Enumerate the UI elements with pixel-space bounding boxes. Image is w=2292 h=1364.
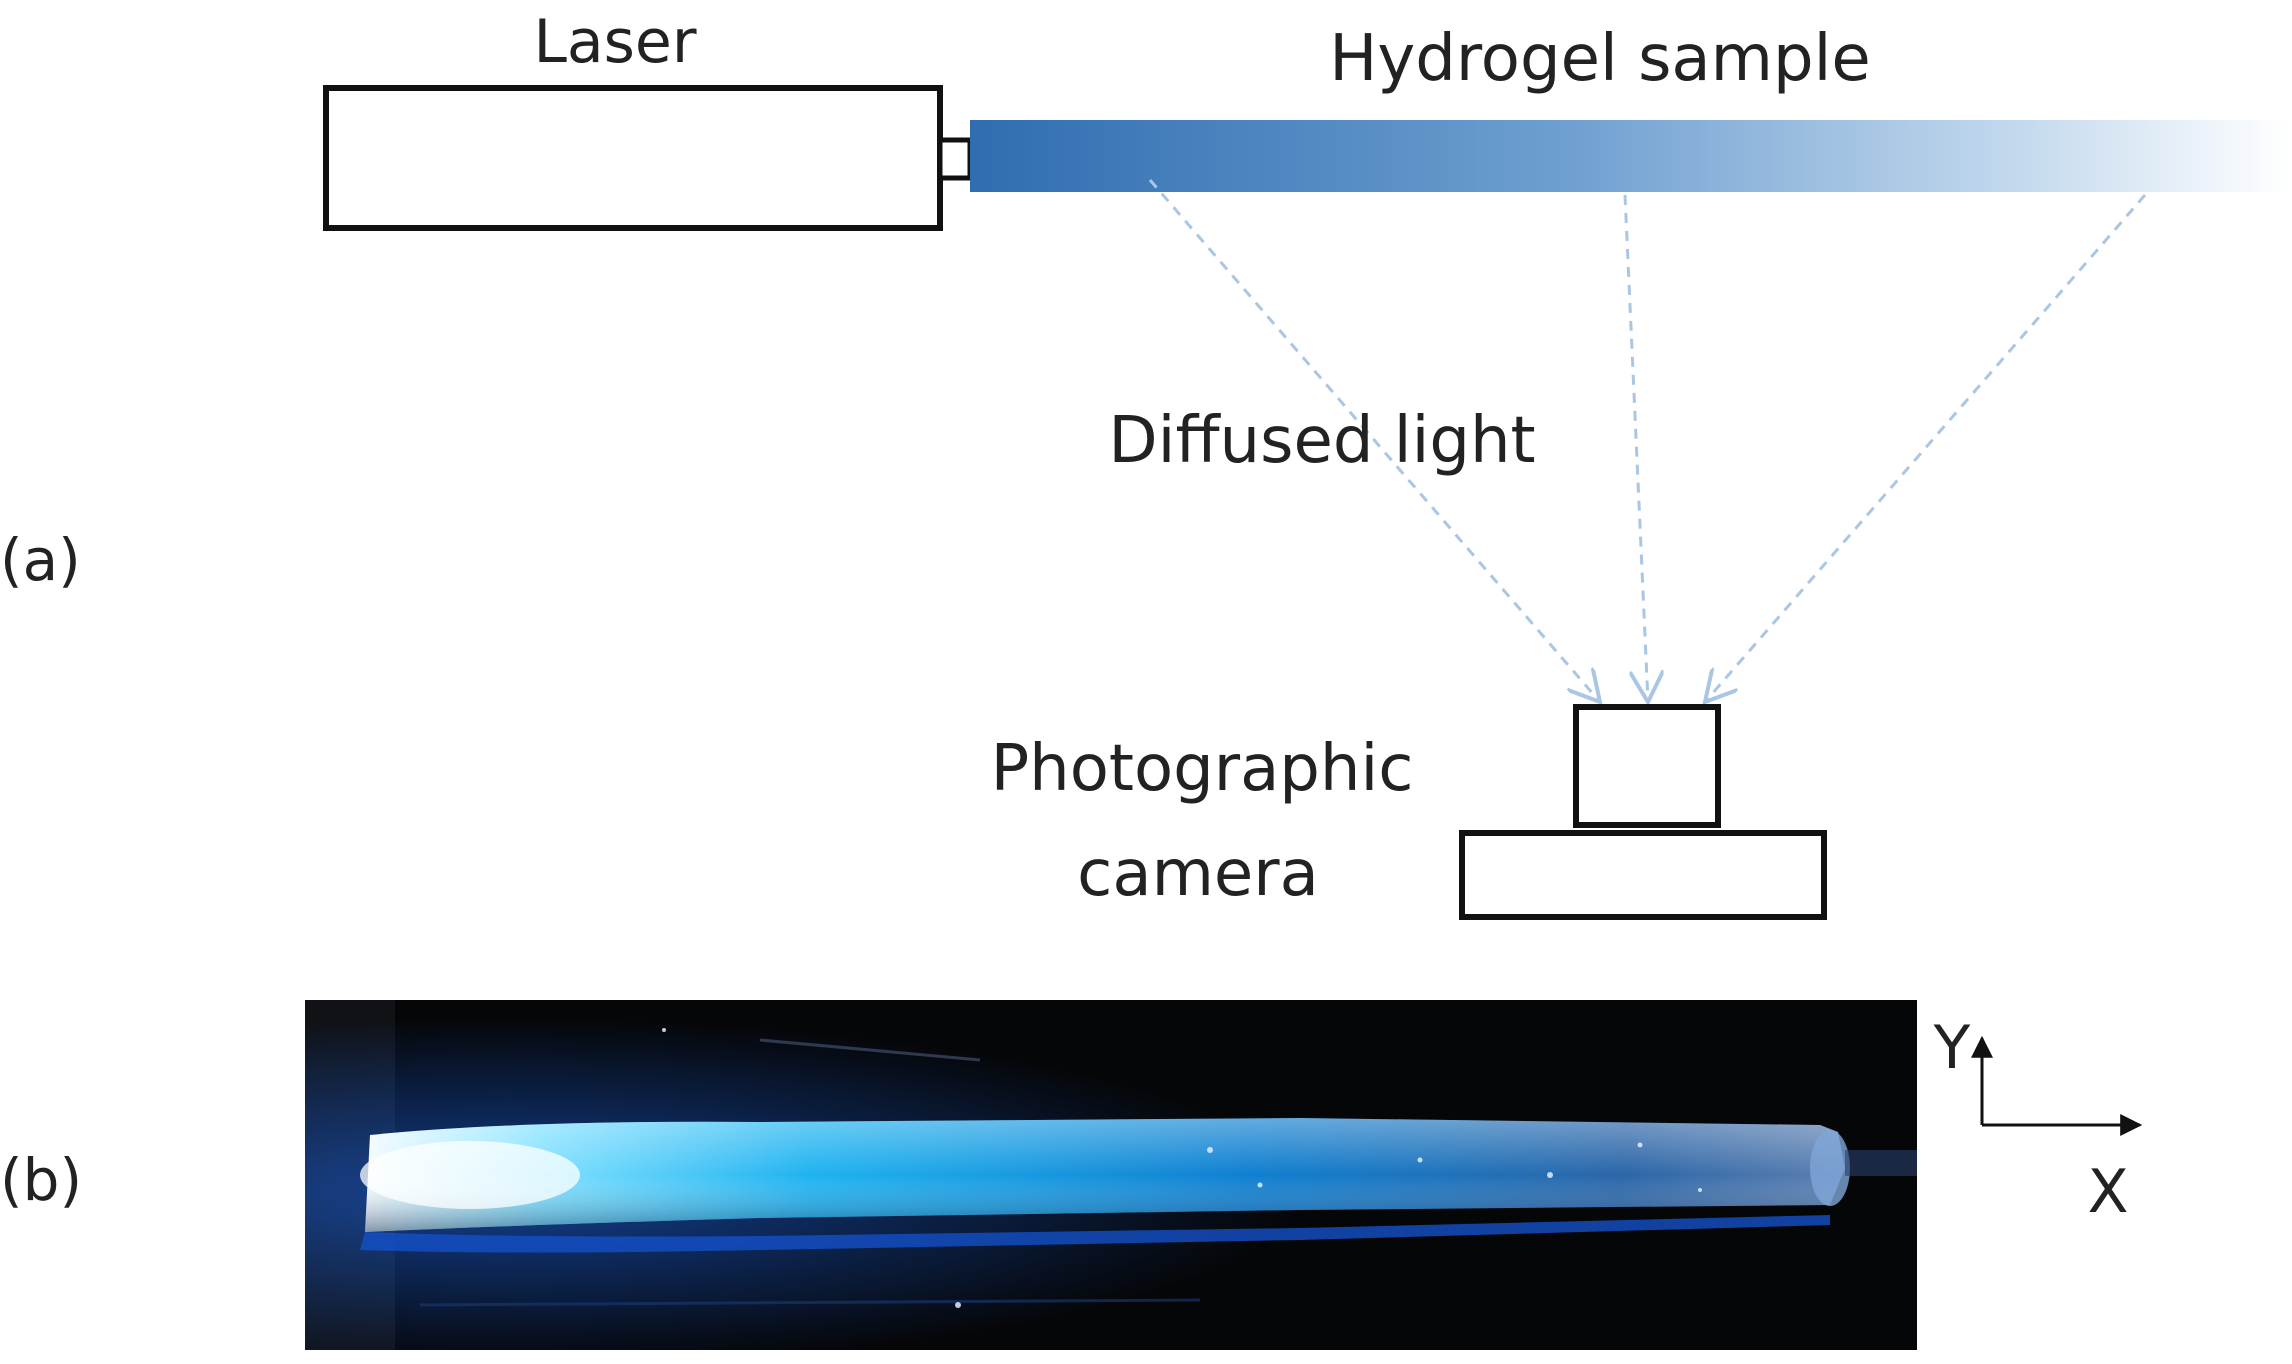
diffused-light-label: Diffused light [1108, 404, 1535, 478]
camera-label-line1: Photographic [991, 732, 1414, 806]
panel-b-label: (b) [0, 1146, 82, 1214]
camera-body [1459, 830, 1827, 920]
photo-streak [759, 1038, 981, 1062]
laser-aperture [937, 137, 973, 181]
photo-hydrogel-shading [365, 1118, 1845, 1232]
hydrogel-photo [305, 1000, 1917, 1350]
diffused-arrow-left [1148, 179, 1600, 702]
panel-a-label: (a) [0, 526, 81, 594]
diffused-arrow-right [1705, 194, 2147, 702]
photo-reflection-line [419, 1298, 1201, 1307]
photo-lower-band [360, 1215, 1830, 1253]
y-axis-label: Y [1933, 1013, 1971, 1083]
laser-label: Laser [533, 7, 696, 77]
photo-end-cap [1810, 1130, 1850, 1206]
diffused-light-arrows [1148, 179, 2147, 702]
xy-axis-indicator: Y X [1933, 1013, 2143, 1227]
camera-label-line2: camera [1077, 837, 1319, 911]
laser-body [323, 85, 943, 231]
hydrogel-sample-beam [970, 120, 2292, 192]
photo-specks [662, 1028, 1702, 1308]
diffused-arrow-center [1623, 194, 1648, 702]
photo-exit-beam [1845, 1150, 1917, 1176]
x-axis-label: X [2087, 1157, 2128, 1227]
photo-bright-core [360, 1141, 580, 1209]
hydrogel-sample-label: Hydrogel sample [1329, 22, 1871, 96]
camera-lens [1573, 704, 1721, 828]
